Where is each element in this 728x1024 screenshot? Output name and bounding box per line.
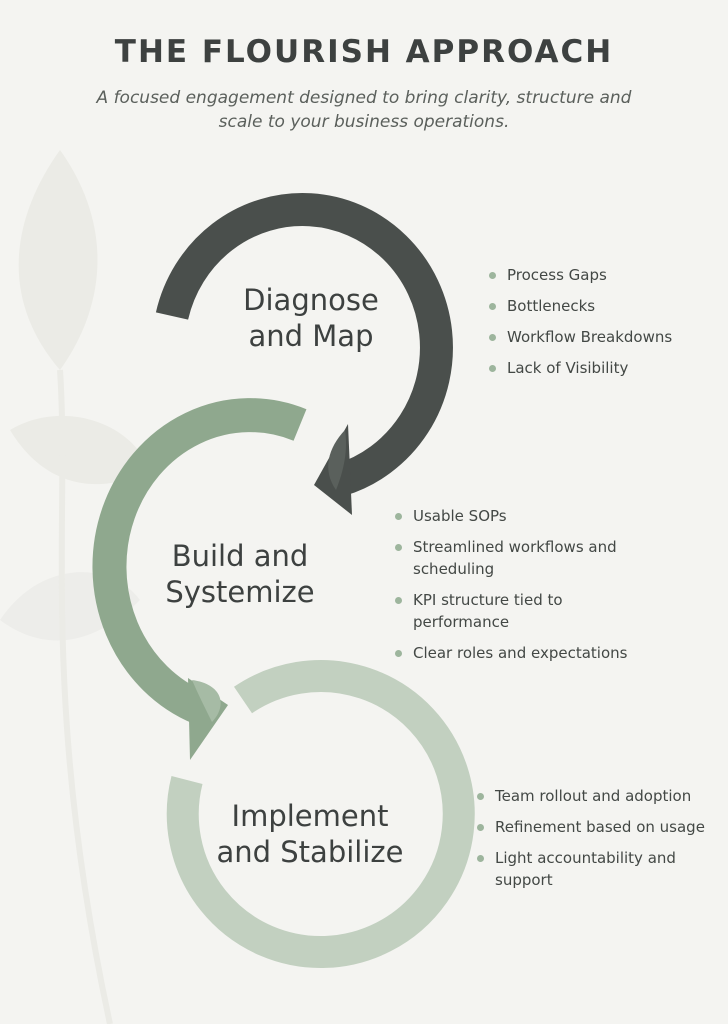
stage-2-label: Build and Systemize (165, 539, 315, 609)
bullet-dot-icon (395, 513, 402, 520)
list-item: Workflow Breakdowns (487, 326, 707, 348)
list-item: Bottlenecks (487, 295, 707, 317)
stage-2-leaf-accent (192, 680, 221, 722)
page-title: THE FLOURISH APPROACH (114, 34, 614, 70)
bullet-dot-icon (489, 365, 496, 372)
bullet-dot-icon (489, 272, 496, 279)
list-item: Clear roles and expectations (393, 642, 638, 664)
list-item: Light accountability and support (475, 847, 710, 891)
list-item: Process Gaps (487, 264, 707, 286)
bullet-dot-icon (395, 544, 402, 551)
list-item: Refinement based on usage (475, 816, 710, 838)
stage-1-arc (155, 193, 453, 496)
bullet-dot-icon (477, 793, 484, 800)
stage-3-label: Implement and Stabilize (216, 799, 404, 869)
list-item: Usable SOPs (393, 505, 638, 527)
bullet-dot-icon (489, 303, 496, 310)
list-item: Lack of Visibility (487, 357, 707, 379)
stage-3-bullets: Team rollout and adoption Refinement bas… (475, 785, 710, 900)
bullet-dot-icon (395, 597, 402, 604)
stage-2-bullets: Usable SOPs Streamlined workflows and sc… (393, 505, 638, 673)
bullet-dot-icon (395, 650, 402, 657)
stage-1-bullets: Process Gaps Bottlenecks Workflow Breakd… (487, 264, 707, 388)
list-item: Streamlined workflows and scheduling (393, 536, 638, 580)
list-item: Team rollout and adoption (475, 785, 710, 807)
page-subtitle: A focused engagement designed to bring c… (96, 88, 632, 132)
list-item: KPI structure tied to performance (393, 589, 638, 633)
bullet-dot-icon (477, 824, 484, 831)
bullet-dot-icon (489, 334, 496, 341)
stage-2-arc (92, 398, 307, 724)
stage-1-label: Diagnose and Map (243, 283, 379, 353)
stage-3-ring (166, 660, 475, 969)
stage-1-leaf-accent (328, 430, 346, 490)
bullet-dot-icon (477, 855, 484, 862)
